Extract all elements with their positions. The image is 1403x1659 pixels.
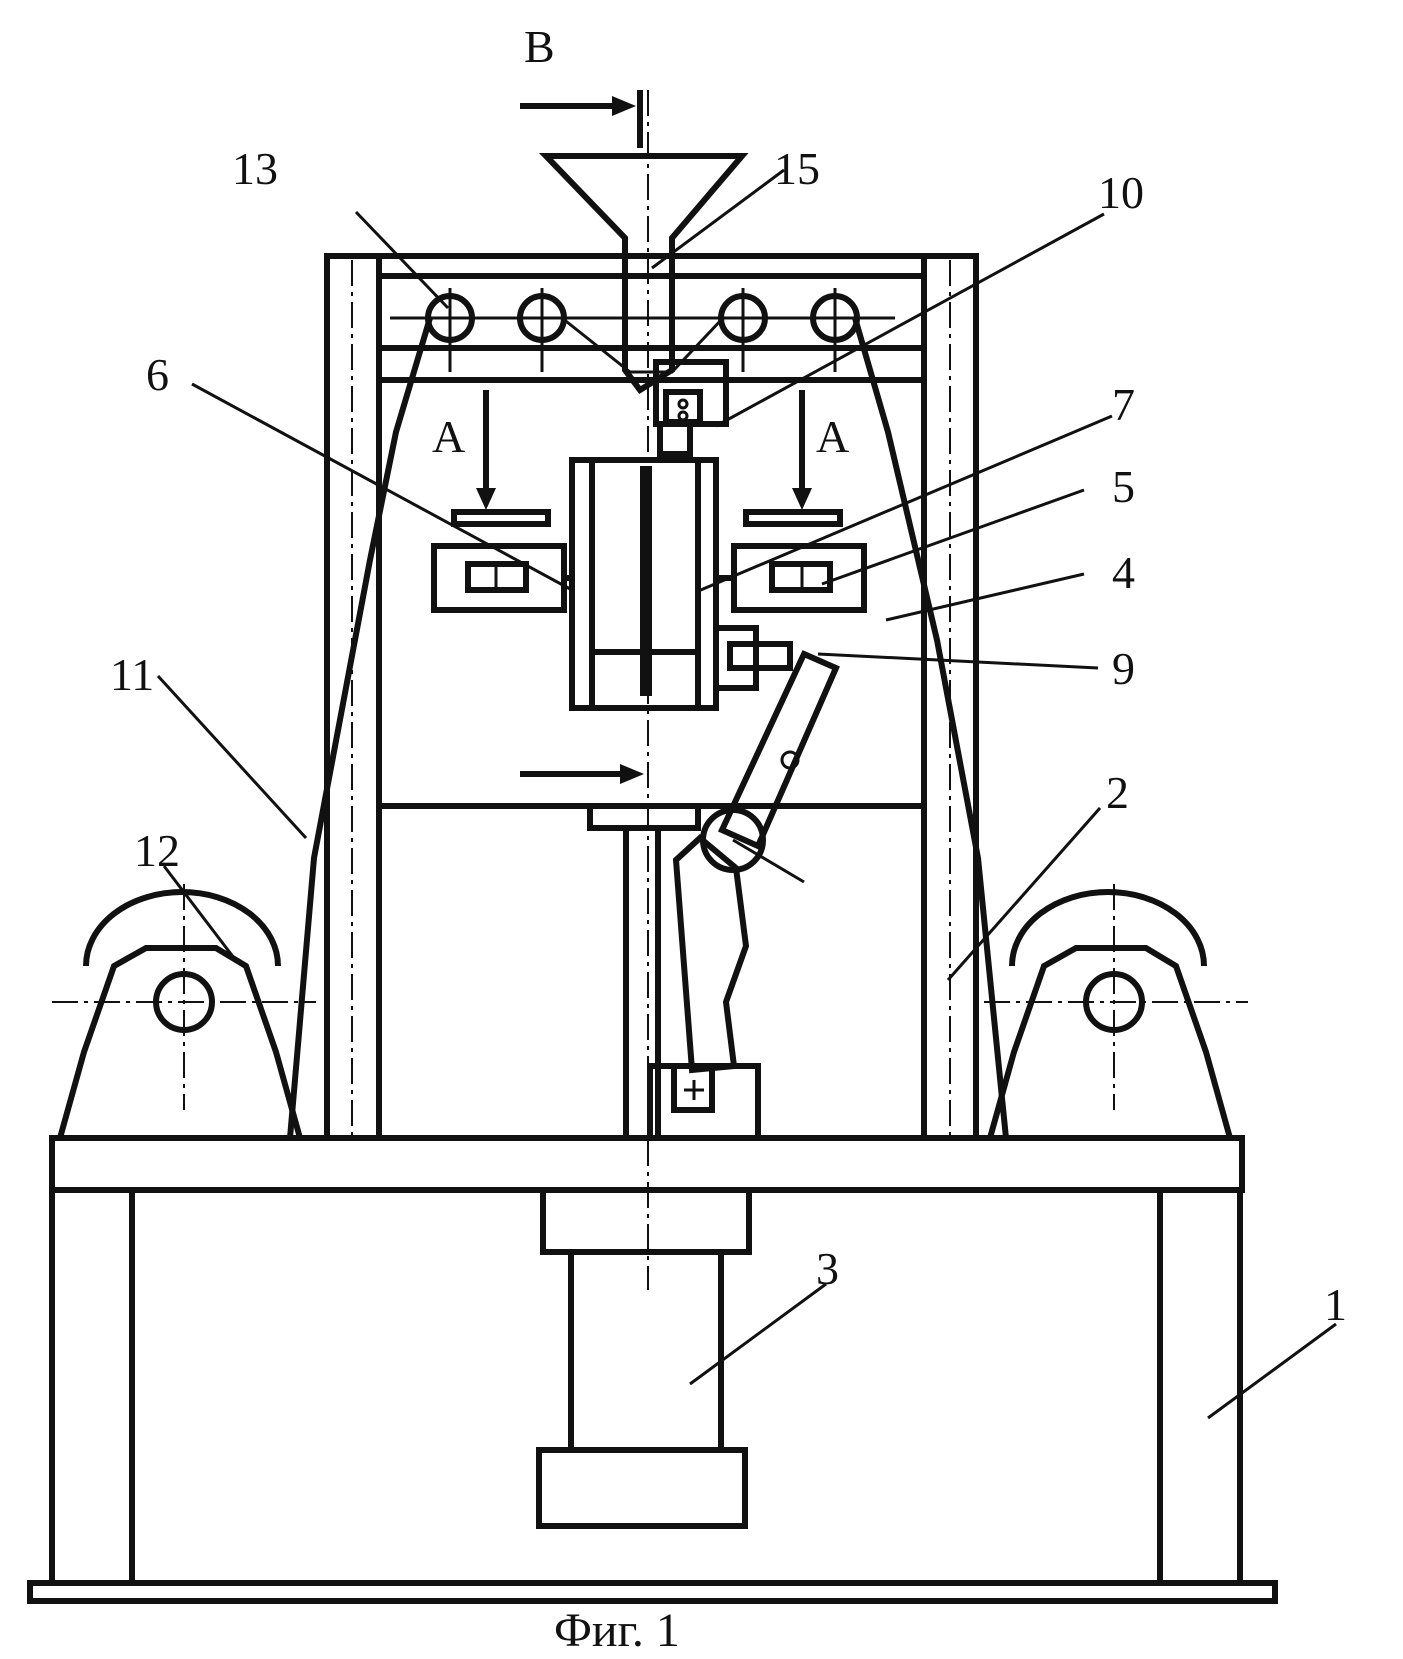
label-2: 2 [1106, 767, 1129, 818]
label-1: 1 [1324, 1279, 1347, 1330]
drive-cylinder [539, 1190, 749, 1526]
frame-columns [327, 256, 976, 1138]
label-6: 6 [146, 349, 169, 400]
central-mould [572, 460, 790, 708]
figure-caption: Фиг. 1 [554, 1604, 680, 1657]
label-9: 9 [1112, 643, 1135, 694]
right-winch [984, 884, 1248, 1138]
label-12: 12 [134, 825, 180, 876]
label-view-b: B [524, 21, 555, 72]
lower-slide [520, 764, 758, 1138]
label-section-a-right: A [816, 411, 849, 462]
base-frame [30, 1138, 1275, 1601]
label-5: 5 [1112, 461, 1135, 512]
label-4: 4 [1112, 547, 1135, 598]
label-11: 11 [110, 649, 154, 700]
label-section-a-left: A [432, 411, 465, 462]
label-13: 13 [232, 143, 278, 194]
left-winch [52, 884, 316, 1138]
label-7: 7 [1112, 379, 1135, 430]
label-3: 3 [816, 1243, 839, 1294]
label-10: 10 [1098, 167, 1144, 218]
label-15: 15 [774, 143, 820, 194]
